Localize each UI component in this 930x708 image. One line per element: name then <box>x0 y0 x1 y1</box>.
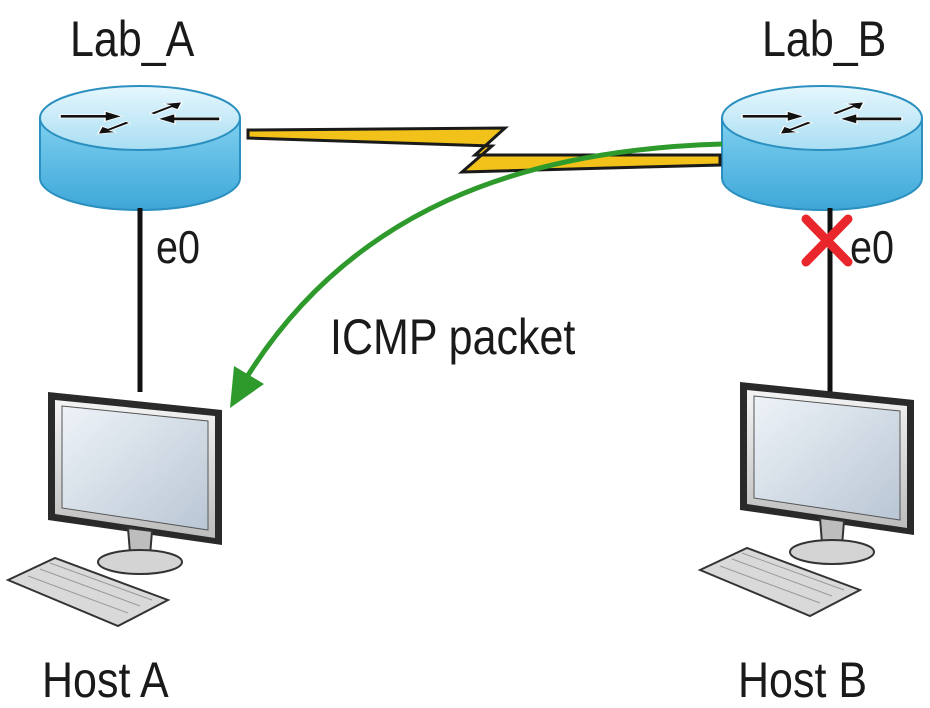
lab-a-port-label: e0 <box>156 221 201 273</box>
host-b-label: Host B <box>738 652 868 708</box>
host-a-label: Host A <box>42 652 169 708</box>
interface-down-x-icon <box>801 214 853 267</box>
icmp-packet-arrow <box>242 141 723 382</box>
icmp-arrowhead <box>230 366 264 408</box>
lab-b-port-label: e0 <box>850 221 895 273</box>
router-lab-a-label: Lab_A <box>70 11 195 67</box>
host-b-computer-icon <box>697 382 914 618</box>
serial-link-bolt <box>246 126 722 174</box>
icmp-packet-label: ICMP packet <box>330 309 576 365</box>
router-lab-b-label: Lab_B <box>762 11 887 67</box>
host-a-computer-icon <box>5 392 222 628</box>
router-lab-b-icon <box>721 85 923 211</box>
router-lab-a-icon <box>39 85 241 211</box>
